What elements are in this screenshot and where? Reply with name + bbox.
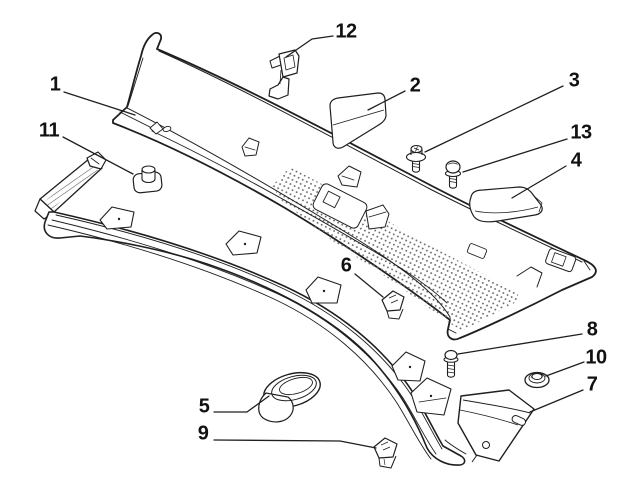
leader-line-4 — [511, 165, 567, 199]
callout-3-screw-with-washer[interactable]: 3 — [568, 69, 580, 92]
leader-line-9 — [213, 439, 377, 449]
leader-line-7 — [529, 389, 584, 413]
callout-6-clip-center[interactable]: 6 — [340, 254, 352, 277]
leader-lines — [62, 35, 585, 449]
screw-small — [444, 160, 462, 189]
flanged-nut — [524, 371, 550, 389]
callout-7-support-bracket[interactable]: 7 — [586, 373, 598, 396]
leader-line-13 — [462, 138, 568, 173]
screw-with-washer — [405, 144, 427, 173]
callout-1-upper-cowl-panel[interactable]: 1 — [49, 73, 61, 96]
leader-line-2 — [367, 90, 406, 111]
leader-line-11 — [62, 136, 134, 175]
lower-cowl-panel — [34, 151, 467, 466]
fastener-grommet — [132, 165, 163, 194]
leader-line-10 — [545, 361, 585, 377]
callout-2-seal-strip[interactable]: 2 — [409, 74, 421, 97]
clip-center — [381, 290, 405, 320]
callout-13-screw-small[interactable]: 13 — [570, 121, 592, 144]
callout-8-screw-lower[interactable]: 8 — [586, 318, 598, 341]
cover-strip — [469, 186, 543, 223]
retaining-clip — [268, 49, 300, 100]
callout-12-retaining-clip[interactable]: 12 — [335, 20, 357, 43]
leader-line-6 — [354, 273, 384, 298]
support-bracket — [457, 389, 535, 463]
callout-11-fastener-grommet[interactable]: 11 — [38, 119, 60, 142]
screw-lower — [443, 349, 459, 378]
callout-10-flanged-nut[interactable]: 10 — [585, 346, 607, 369]
rubber-grommet — [258, 371, 321, 423]
callout-5-rubber-grommet[interactable]: 5 — [198, 395, 210, 418]
leader-line-3 — [424, 85, 564, 153]
clip-lower — [373, 437, 398, 469]
leader-line-8 — [457, 333, 583, 355]
leader-line-5 — [213, 395, 270, 413]
leader-line-12 — [285, 35, 334, 58]
leader-line-1 — [63, 91, 136, 116]
upper-cowl-panel — [112, 32, 597, 341]
callout-4-cover-strip[interactable]: 4 — [570, 149, 582, 172]
callout-9-clip-lower[interactable]: 9 — [197, 422, 209, 445]
seal-strip — [329, 92, 387, 149]
